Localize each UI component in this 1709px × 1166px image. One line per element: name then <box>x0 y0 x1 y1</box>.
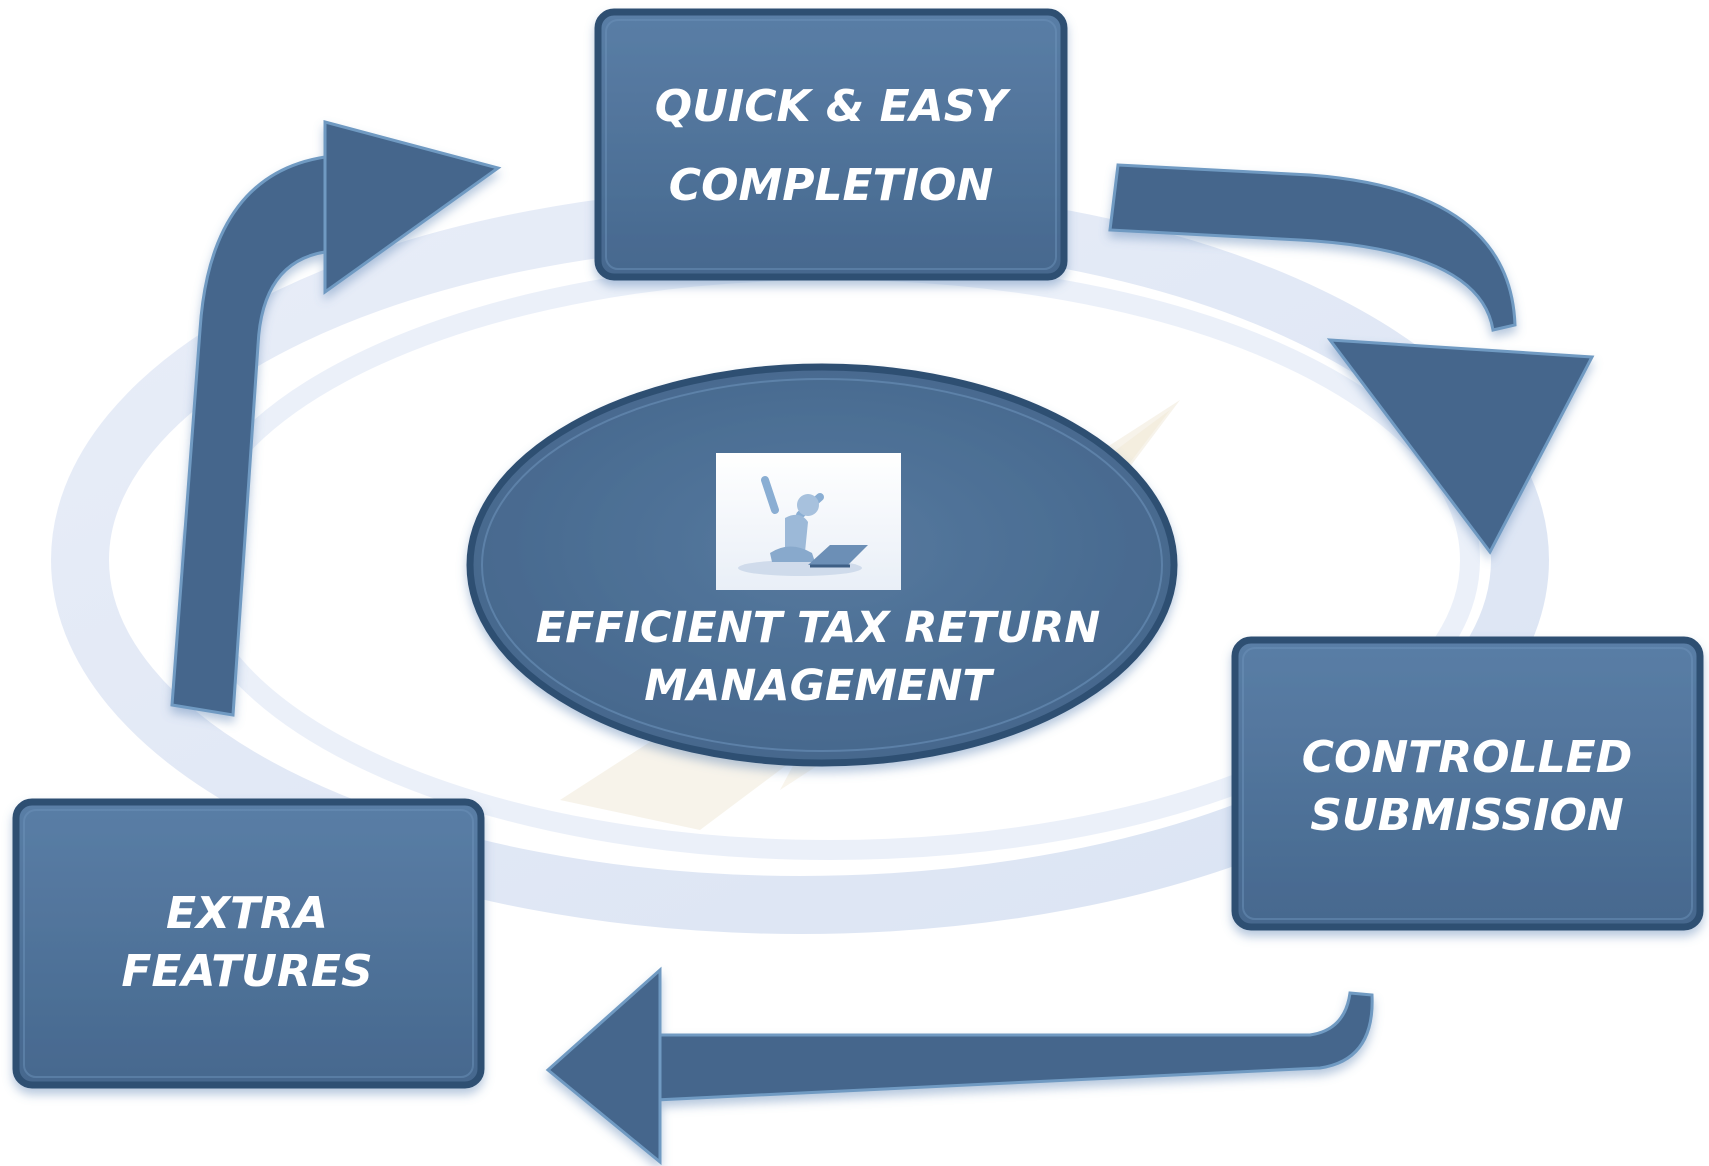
arrow-to-extra-features <box>545 966 1374 1166</box>
arrow-to-quick-completion <box>170 120 502 717</box>
step-box-controlled-submission <box>1231 636 1704 931</box>
step-extra-features-line2: FEATURES <box>121 946 372 997</box>
step-box-quick-completion <box>594 8 1068 281</box>
center-title-line1: EFFICIENT TAX RETURN <box>536 603 1101 653</box>
step-box-extra-features <box>12 798 485 1089</box>
step-quick-completion-line2: COMPLETION <box>669 160 993 211</box>
center-title-line2: MANAGEMENT <box>644 661 995 711</box>
step-quick-completion-line1: QUICK & EASY <box>655 81 1012 132</box>
celebrating-person-laptop-icon <box>716 453 901 590</box>
step-controlled-submission-line2: SUBMISSION <box>1310 790 1624 841</box>
step-extra-features-line1: EXTRA <box>166 888 328 939</box>
step-controlled-submission-line1: CONTROLLED <box>1302 732 1632 783</box>
arrow-to-submission <box>1108 163 1595 555</box>
